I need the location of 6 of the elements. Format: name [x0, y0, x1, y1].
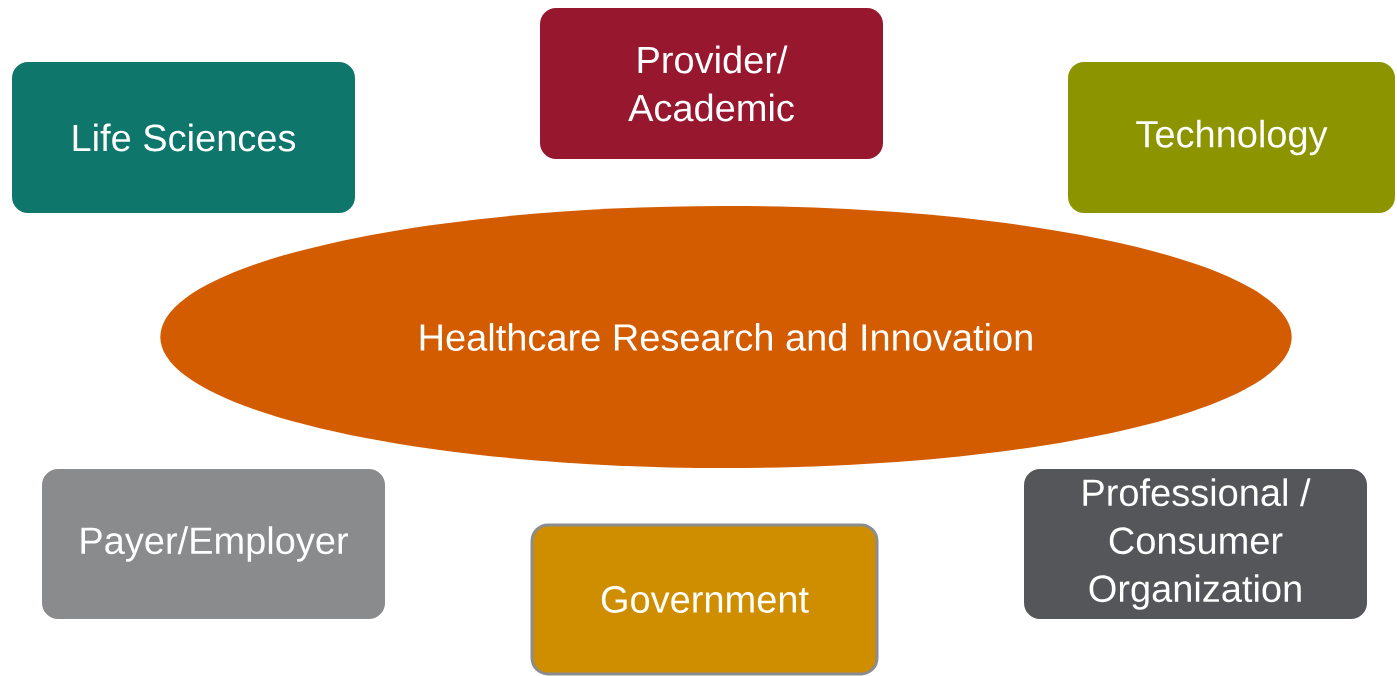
category-box: Payer/Employer: [42, 469, 385, 619]
category-box: Government: [530, 523, 879, 676]
category-box: Life Sciences: [12, 62, 355, 213]
category-box: Technology: [1068, 62, 1395, 213]
category-box: Professional / Consumer Organization: [1024, 469, 1367, 619]
category-box: Provider/ Academic: [540, 8, 883, 159]
